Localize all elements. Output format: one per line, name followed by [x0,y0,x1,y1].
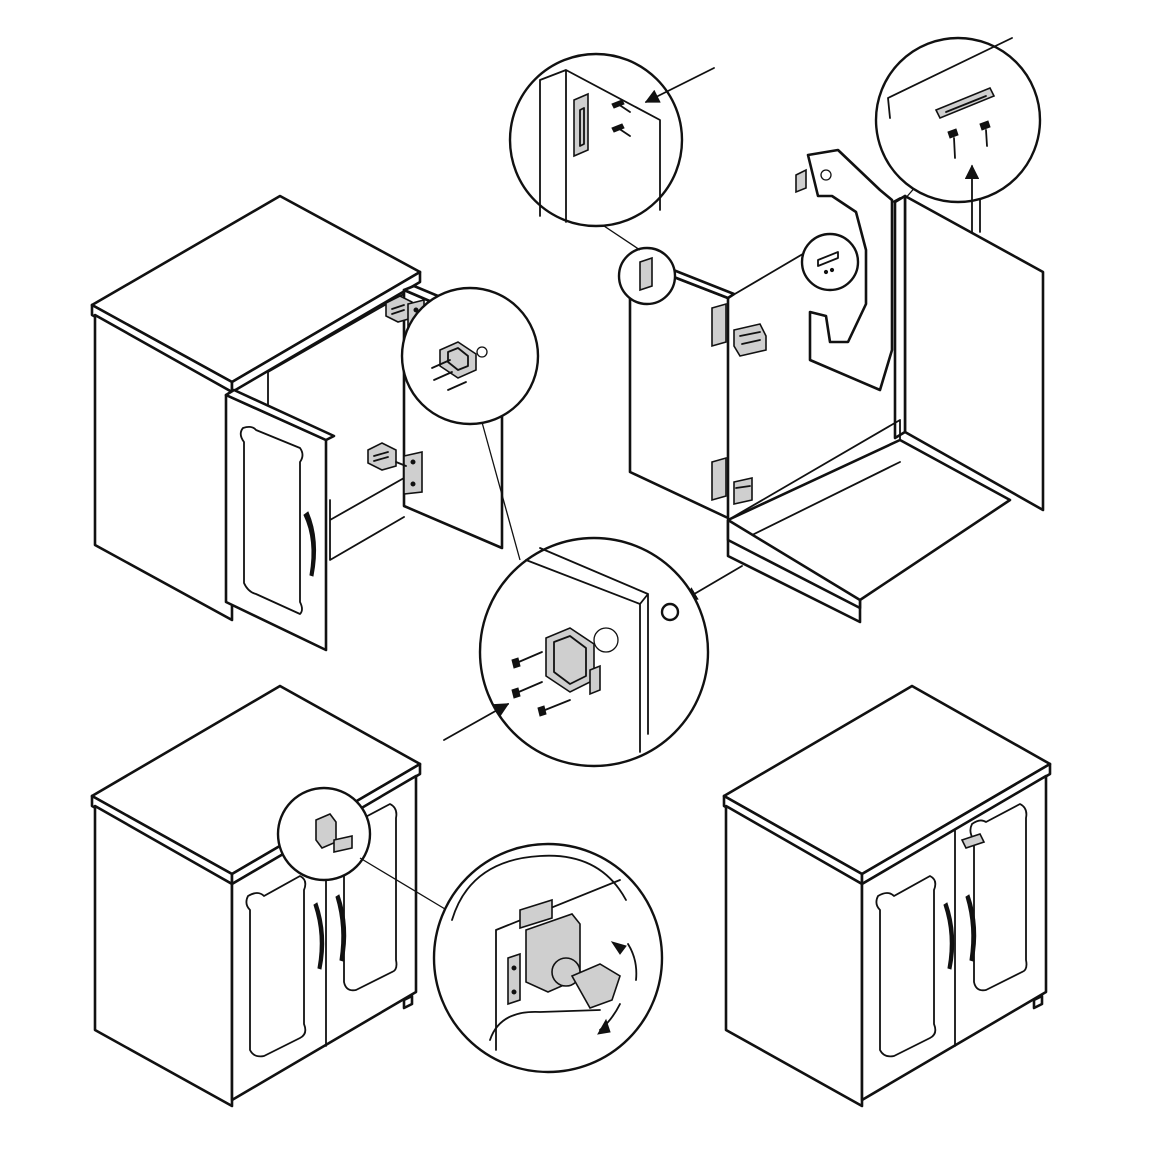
handle-icon [313,902,325,970]
bracket-plate [806,148,894,392]
lock-icon [315,813,337,849]
closed-cabinet-lock-step [90,684,664,1108]
cabinet-left-side [93,313,234,622]
screw-icon [431,359,467,391]
strike-plate-callout [874,36,1042,204]
lock-body-detail [443,536,710,768]
key-icon [570,963,621,1009]
door-panel-moulding [239,425,304,615]
hinge-icon [711,302,767,357]
key-icon [333,835,353,853]
finished-cabinet [722,684,1052,1108]
hinge-icon [367,442,423,495]
cabinet-left-side [93,804,234,1108]
hinge-icon [711,456,753,505]
door-panel-moulding [245,875,307,1058]
open-cabinet-hinge-step [90,194,540,652]
drawer-bracket-step [508,36,1045,624]
handle-icon [965,894,977,962]
handle-icon [943,902,955,970]
cabinet-left-side [724,804,864,1108]
handle-icon [335,894,347,962]
catch-plate-callout [508,52,684,228]
key-icon [960,833,986,849]
arrow-icon [644,67,715,103]
handle-icon [303,511,317,577]
arrow-icon [443,703,510,741]
screw-icon [611,99,631,137]
screw-icon [947,120,991,159]
screw-icon [511,651,571,717]
door-panel-moulding [875,875,937,1058]
